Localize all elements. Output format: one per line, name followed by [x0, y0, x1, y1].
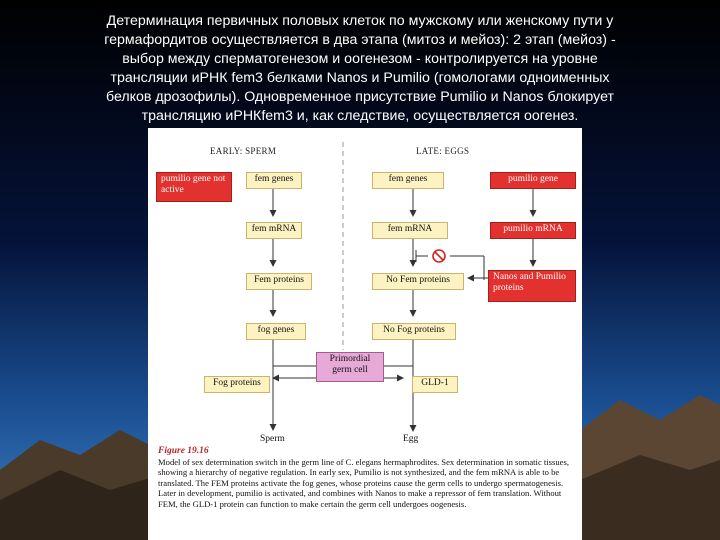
- gld1-box: GLD-1: [412, 376, 458, 393]
- fog-proteins-box: Fog proteins: [204, 376, 270, 393]
- slide-line: трансляцию иРНКfem3 и, как следствие, ос…: [40, 107, 680, 126]
- pumilio-mrna-box: pumilio mRNA: [490, 222, 576, 239]
- figure-caption: Figure 19.16 Model of sex determination …: [158, 446, 574, 510]
- fem-proteins-box: Fem proteins: [246, 273, 312, 290]
- nanos-pumilio-box: Nanos and Pumilio proteins: [488, 270, 576, 302]
- slide-body-text: Детерминация первичных половых клеток по…: [40, 12, 680, 126]
- caption-text: Model of sex determination switch in the…: [158, 457, 569, 509]
- fog-genes-box: fog genes: [246, 323, 306, 340]
- slide-line: белков дрозофилы). Одновременное присутс…: [40, 88, 680, 107]
- left-fem-genes-box: fem genes: [246, 172, 302, 189]
- left-fem-mrna-box: fem mRNA: [246, 222, 302, 239]
- pumilio-gene-box: pumilio gene: [490, 172, 576, 189]
- primordial-germ-cell-box: Primordial germ cell: [316, 352, 384, 382]
- pumilio-not-active-box: pumilio gene not active: [156, 172, 232, 202]
- figure-panel: EARLY: SPERM LATE: EGGS pumilio gene not…: [148, 128, 582, 540]
- slide-line: трансляции иРНК fem3 белками Nanos и Pum…: [40, 69, 680, 88]
- slide-line: Детерминация первичных половых клеток по…: [40, 12, 680, 31]
- no-fem-proteins-box: No Fem proteins: [372, 273, 464, 290]
- header-early-sperm: EARLY: SPERM: [210, 146, 276, 156]
- no-sign-icon: [433, 250, 445, 262]
- right-fem-genes-box: fem genes: [372, 172, 444, 189]
- slide-line: выбор между сперматогенезом и оогенезом …: [40, 50, 680, 69]
- sperm-outcome: Sperm: [260, 434, 285, 444]
- header-late-eggs: LATE: EGGS: [416, 146, 469, 156]
- right-fem-mrna-box: fem mRNA: [372, 222, 448, 239]
- no-fog-proteins-box: No Fog proteins: [372, 323, 456, 340]
- caption-title: Figure 19.16: [158, 446, 574, 457]
- slide-line: гермафордитов осуществляется в два этапа…: [40, 31, 680, 50]
- egg-outcome: Egg: [403, 434, 418, 444]
